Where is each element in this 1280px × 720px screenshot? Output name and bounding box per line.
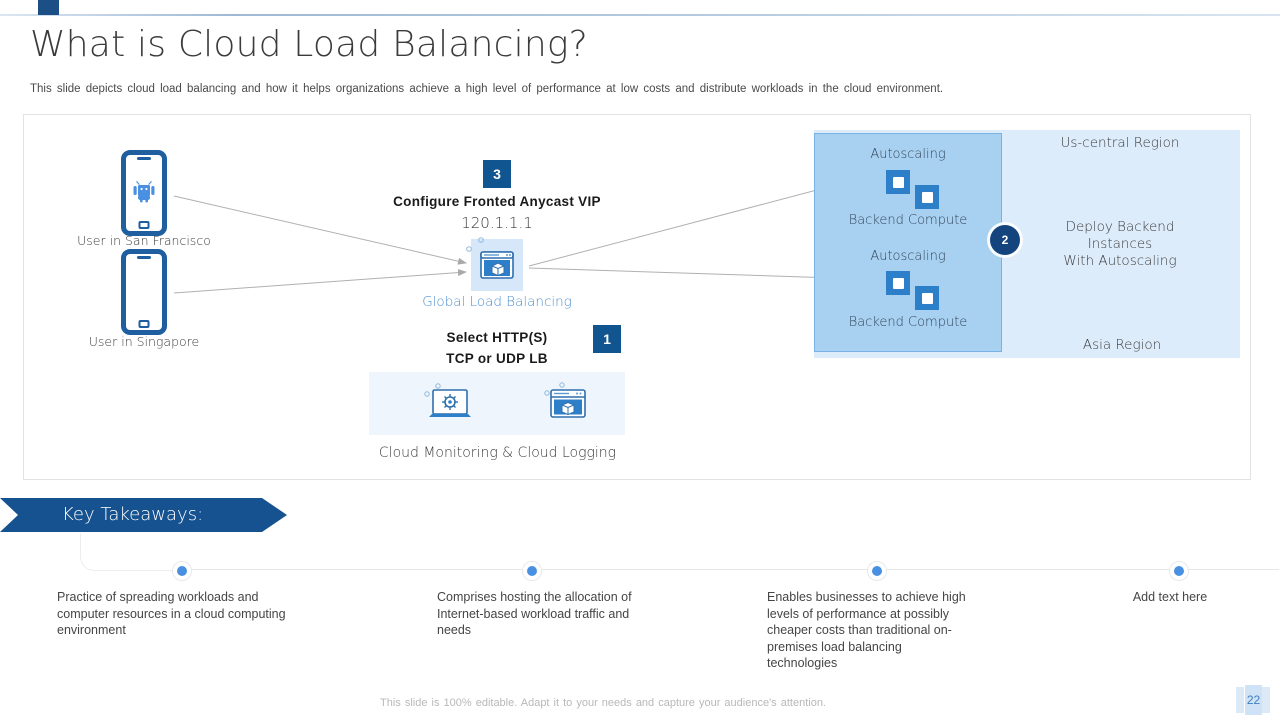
autoscaling-label-2: Autoscaling — [870, 249, 946, 264]
monitoring-logging-label: Cloud Monitoring & Cloud Logging — [378, 445, 617, 461]
timeline-dot-4[interactable] — [1169, 561, 1189, 581]
step1-title-line1: Select HTTP(S) — [446, 330, 548, 345]
takeaway-text-2: Comprises hosting the allocation of Inte… — [437, 590, 632, 637]
browser-cube-icon-2 — [544, 382, 586, 418]
region-label-us-central: Us-central Region — [1060, 135, 1180, 151]
backend-compute-label-1: Backend Compute — [848, 213, 968, 228]
takeaway-text-4: Add text here — [1132, 590, 1208, 604]
timeline-dot-3[interactable] — [867, 561, 887, 581]
top-corner-marker — [38, 0, 59, 15]
autoscaling-label-1: Autoscaling — [870, 147, 946, 162]
step-badge-2: 2 — [990, 225, 1020, 255]
lb-node-dots — [466, 237, 484, 252]
global-load-balancer-tile — [471, 232, 523, 291]
monitoring-logging-box — [369, 372, 625, 435]
compute-panel — [814, 133, 1002, 352]
step2-title-line3: With Autoscaling — [1063, 253, 1177, 269]
backend-compute-label-2: Backend Compute — [848, 315, 968, 330]
user-label-singapore: User in Singapore — [88, 334, 200, 349]
footer-note: This slide is 100% editable. Adapt it to… — [380, 697, 826, 709]
page-number: 22 — [1245, 685, 1262, 715]
step2-title-line2: Instances — [1087, 236, 1153, 252]
step2-title-line1: Deploy Backend — [1065, 219, 1175, 235]
timeline-dot-1[interactable] — [172, 561, 192, 581]
android-robot-icon — [133, 180, 155, 203]
vip-ip-address: 120.1.1.1 — [461, 214, 533, 232]
page-bar-right — [1262, 687, 1270, 713]
compute-chip-icon-1b — [915, 185, 939, 209]
compute-chip-icon-2b — [915, 286, 939, 310]
step3-title: Configure Fronted Anycast VIP — [393, 194, 601, 209]
key-takeaways-banner — [0, 498, 287, 532]
page-title: What is Cloud Load Balancing? — [30, 24, 588, 65]
compute-chip-icon-2a — [886, 271, 910, 295]
timeline-line — [181, 569, 1279, 570]
timeline-dot-2[interactable] — [522, 561, 542, 581]
step-badge-1: 1 — [593, 325, 621, 353]
takeaway-text-3: Enables businesses to achieve high level… — [767, 590, 966, 670]
global-load-balancing-label: Global Load Balancing — [422, 294, 572, 310]
phone-icon — [121, 249, 167, 335]
takeaway-text-1: Practice of spreading workloads and comp… — [57, 590, 286, 637]
compute-chip-icon-1a — [886, 170, 910, 194]
key-takeaways-label: Key Takeaways: — [62, 504, 204, 525]
android-phone-icon — [121, 150, 167, 236]
timeline-elbow — [80, 533, 182, 571]
step1-title-line2: TCP or UDP LB — [446, 351, 548, 366]
top-rule — [0, 14, 1280, 16]
laptop-gear-icon — [424, 383, 471, 417]
page-number-badge: 22 — [1236, 685, 1270, 715]
page-subtitle: This slide depicts cloud load balancing … — [30, 83, 944, 95]
user-label-san-francisco: User in San Francisco — [77, 233, 211, 248]
step-badge-3: 3 — [483, 160, 511, 188]
page-bar-left — [1236, 687, 1244, 713]
region-label-asia: Asia Region — [1082, 337, 1162, 353]
